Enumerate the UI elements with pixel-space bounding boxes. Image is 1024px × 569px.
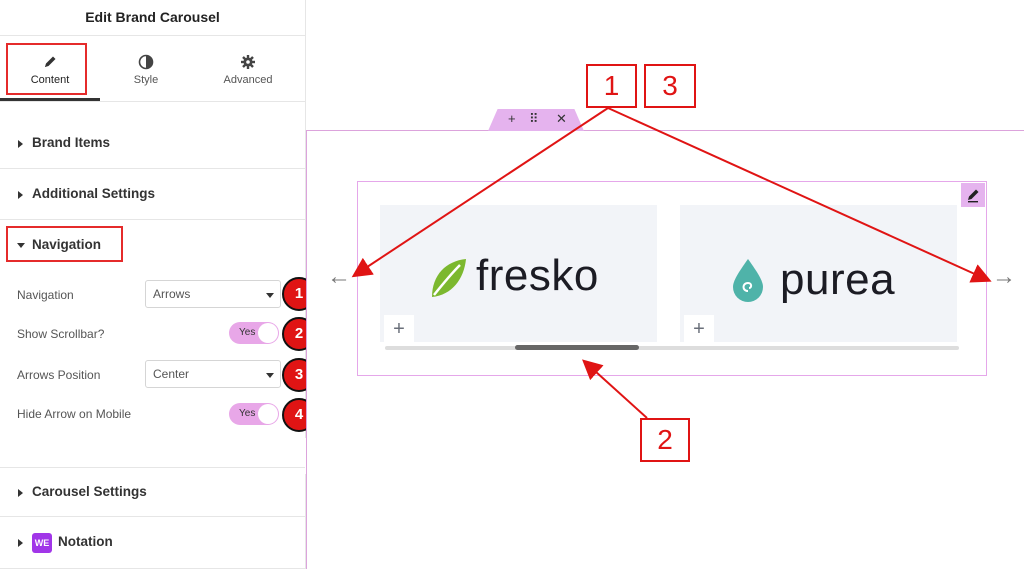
brand-card[interactable]: fresko +	[380, 205, 657, 345]
we-logo-icon: WE	[32, 533, 52, 553]
section-outline	[306, 130, 1024, 569]
content-tab-highlight	[6, 43, 87, 95]
plus-icon[interactable]: +	[508, 111, 516, 126]
leaf-icon	[432, 259, 466, 297]
section-label: Navigation	[32, 237, 102, 252]
toggle-knob	[258, 323, 278, 343]
callout-3: 3	[644, 64, 696, 108]
hide-arrow-mobile-toggle[interactable]: Yes	[229, 403, 279, 425]
pencil-icon	[968, 189, 979, 203]
navigation-select-value: Arrows	[153, 287, 191, 301]
tab-content[interactable]: Content	[0, 36, 100, 102]
show-scrollbar-toggle[interactable]: Yes	[229, 322, 279, 344]
caret-right-icon	[18, 539, 23, 547]
next-arrow-icon[interactable]: →	[992, 263, 1016, 290]
brand-name: purea	[780, 255, 896, 304]
panel-tabs: Content Style Advanced	[0, 36, 305, 102]
tab-style[interactable]: Style	[96, 36, 196, 102]
arrows-position-value: Center	[153, 367, 190, 381]
section-label: Notation	[58, 534, 113, 549]
annotation-arrow-2	[582, 359, 648, 419]
navigation-select[interactable]: Arrows	[145, 280, 281, 308]
drag-handle-icon[interactable]: ⠿	[529, 111, 539, 126]
section-label: Carousel Settings	[32, 484, 147, 499]
tab-advanced[interactable]: Advanced	[198, 36, 298, 102]
section-carousel-settings[interactable]: Carousel Settings	[0, 467, 306, 517]
edit-widget-button[interactable]	[961, 183, 985, 207]
section-label: Additional Settings	[32, 186, 155, 201]
section-handle[interactable]: + ⠿ ✕	[488, 109, 584, 131]
section-additional-settings[interactable]: Additional Settings	[0, 170, 306, 220]
section-navigation[interactable]: Navigation	[0, 220, 306, 270]
navigation-label: Navigation	[17, 288, 74, 302]
arrows-position-select[interactable]: Center	[145, 360, 281, 388]
active-tab-indicator	[0, 98, 100, 101]
section-brand-items[interactable]: Brand Items	[0, 119, 306, 169]
prev-arrow-icon[interactable]: ←	[327, 263, 351, 290]
section-label: Brand Items	[32, 135, 111, 150]
hide-arrow-mobile-label: Hide Arrow on Mobile	[17, 407, 132, 421]
contrast-icon	[138, 54, 154, 70]
panel-title: Edit Brand Carousel	[0, 0, 305, 36]
toggle-knob	[258, 404, 278, 424]
caret-right-icon	[18, 140, 23, 148]
callout-1: 1	[586, 64, 637, 108]
callout-2: 2	[640, 418, 690, 462]
caret-right-icon	[18, 191, 23, 199]
carousel-scrollbar-track[interactable]	[385, 346, 959, 350]
tab-style-label: Style	[133, 74, 159, 86]
settings-panel: Edit Brand Carousel Content Style Advanc…	[0, 0, 316, 569]
toggle-text: Yes	[239, 327, 256, 338]
toggle-text: Yes	[239, 408, 256, 419]
annotation-arrow-3	[607, 107, 992, 283]
gear-icon	[241, 55, 255, 69]
chevron-down-icon	[266, 373, 274, 378]
show-scrollbar-label: Show Scrollbar?	[17, 327, 105, 341]
caret-right-icon	[18, 489, 23, 497]
add-item-button[interactable]: +	[684, 315, 714, 345]
carousel-scrollbar-thumb[interactable]	[515, 345, 639, 350]
close-icon[interactable]: ✕	[556, 111, 567, 126]
add-item-button[interactable]: +	[384, 315, 414, 345]
chevron-down-icon	[266, 293, 274, 298]
brand-card[interactable]: purea +	[680, 205, 957, 345]
caret-down-icon	[17, 243, 25, 248]
navigation-highlight	[6, 226, 123, 262]
pencil-icon	[45, 56, 56, 67]
annotation-arrow-1	[351, 107, 609, 278]
water-drop-icon	[733, 259, 763, 302]
tab-content-label: Content	[30, 74, 70, 86]
brand-name: fresko	[476, 251, 599, 300]
arrows-position-label: Arrows Position	[17, 368, 101, 382]
tab-advanced-label: Advanced	[223, 74, 273, 86]
